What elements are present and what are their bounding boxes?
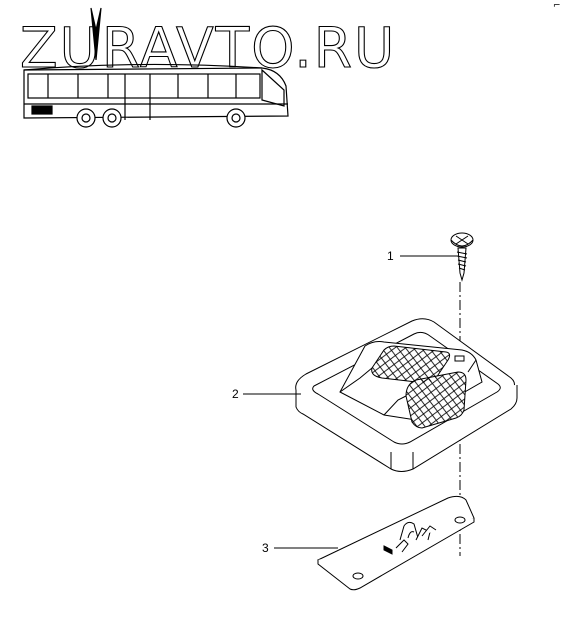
callout-3-number: 3 — [262, 541, 269, 555]
corner-mark: ⌐ — [553, 1, 561, 11]
part-screw — [450, 232, 474, 282]
callout-3: 3 — [262, 541, 338, 555]
watermark-logo: ZURAVTO.RU — [19, 7, 395, 128]
callout-1-number: 1 — [387, 249, 394, 263]
callout-2-number: 2 — [232, 387, 239, 401]
callout-1: 1 — [387, 249, 458, 263]
callout-2: 2 — [232, 387, 301, 401]
bus-icon — [23, 7, 289, 128]
part-base-plate — [317, 495, 475, 591]
